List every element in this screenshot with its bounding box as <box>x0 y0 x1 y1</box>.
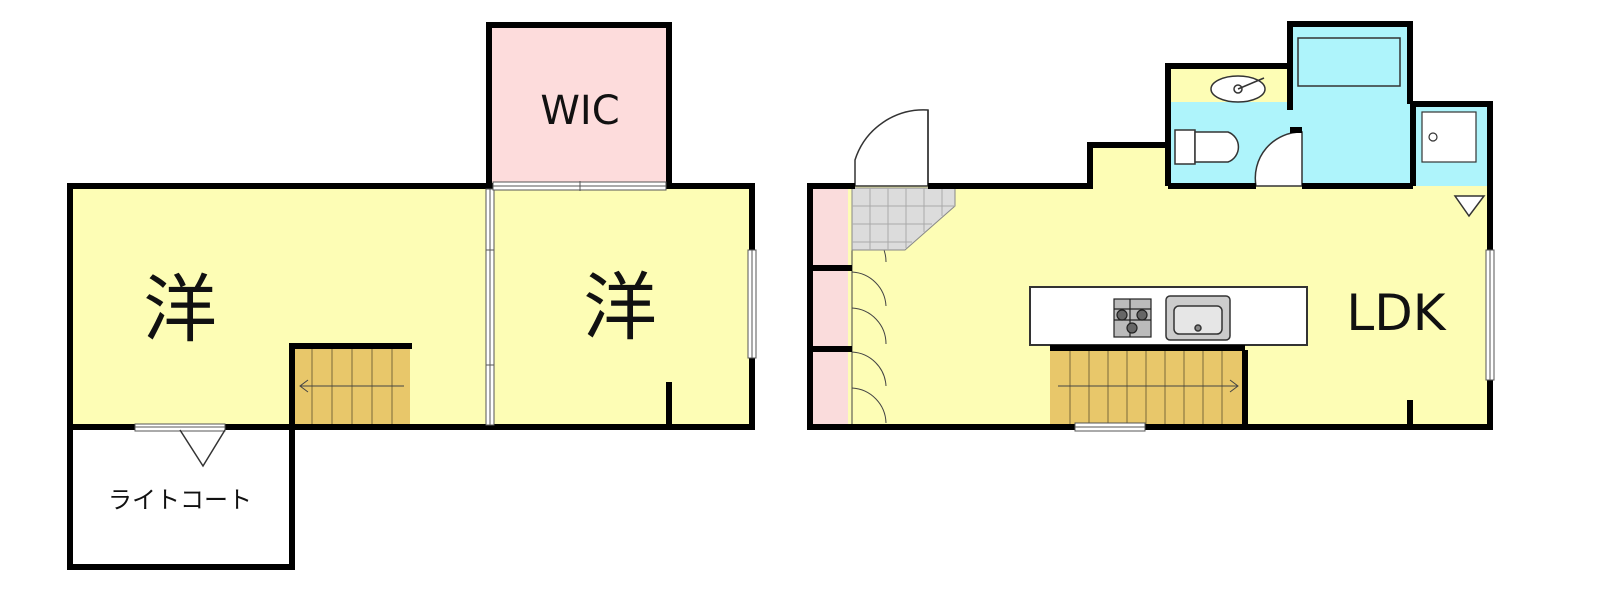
wic-room <box>489 25 669 185</box>
washing-machine-icon <box>1421 111 1477 163</box>
lower-floor-walls <box>807 21 1493 430</box>
window-right-upper <box>747 249 757 359</box>
light-court <box>70 428 292 568</box>
stove-icon <box>1113 298 1152 338</box>
window-bottom-lower <box>1074 422 1146 432</box>
stairs-arrow-icon <box>299 379 404 393</box>
stairs-upper <box>292 348 410 428</box>
upper-floor: WIC 洋 洋 ライトコート <box>67 22 757 570</box>
stairs-lower <box>1050 350 1245 425</box>
wic-label: WIC <box>540 88 619 134</box>
ldk-label: LDK <box>1346 284 1446 342</box>
entrance-tiles <box>851 187 956 251</box>
stairs-arrow-icon <box>1058 379 1239 393</box>
window-right-lower <box>1485 249 1495 381</box>
western-room-right-label: 洋 <box>583 265 657 351</box>
toilet-icon <box>1174 129 1240 165</box>
western-room-right <box>490 185 752 428</box>
western-room-left-label: 洋 <box>143 267 217 353</box>
light-court-label: ライトコート <box>108 486 252 514</box>
utility-door-icon <box>1453 195 1486 218</box>
sliding-door-partition <box>485 188 495 426</box>
entrance-door <box>854 109 929 187</box>
lower-floor: LDK <box>807 21 1495 432</box>
western-room-left <box>70 185 490 428</box>
kitchen-sink-icon <box>1165 295 1231 341</box>
sink-icon <box>1210 75 1266 103</box>
kitchen-counter <box>1029 286 1308 346</box>
closets <box>812 188 848 425</box>
bathtub <box>1297 37 1401 87</box>
wic-sliding-door <box>492 181 667 191</box>
light-court-door <box>134 423 226 468</box>
